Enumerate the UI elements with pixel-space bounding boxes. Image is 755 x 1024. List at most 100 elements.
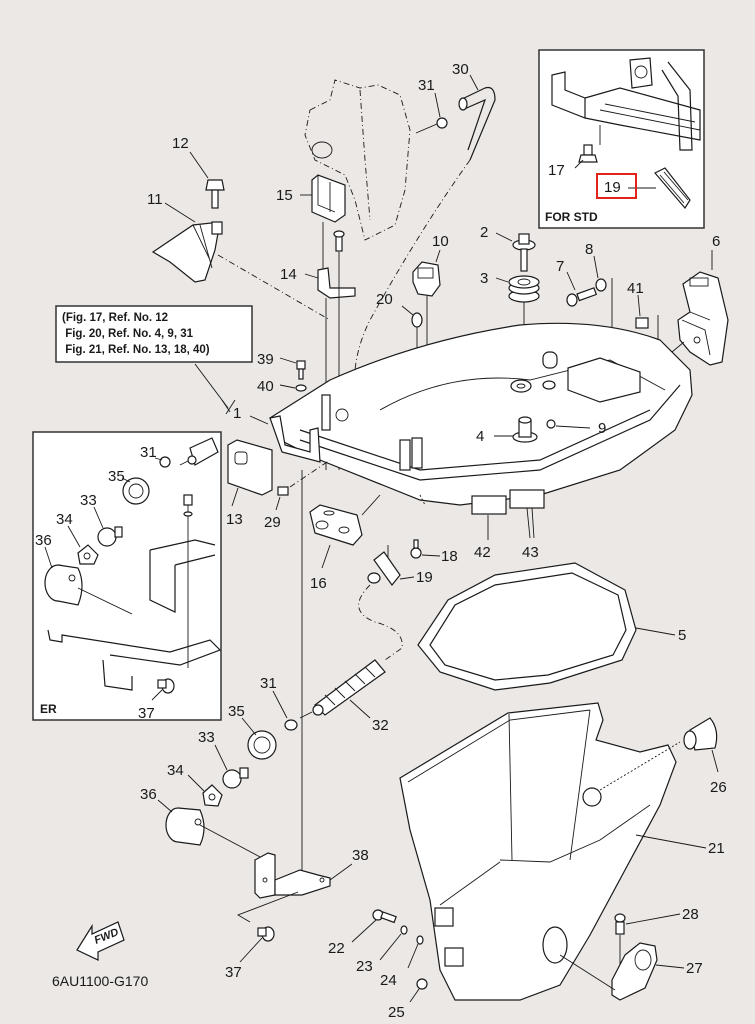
part-40-washer [295, 384, 307, 392]
callout-36[interactable]: 36 [140, 786, 157, 803]
callout-33[interactable]: 33 [198, 729, 215, 746]
part-18-screw [410, 539, 422, 559]
callout-30[interactable]: 30 [452, 61, 469, 78]
callout-3[interactable]: 3 [480, 270, 488, 287]
callout-21[interactable]: 21 [708, 840, 725, 857]
part-31-clamp-lower [284, 719, 298, 731]
callout-31[interactable]: 31 [418, 77, 435, 94]
callout-er-36[interactable]: 36 [35, 532, 52, 549]
note-line-1: (Fig. 17, Ref. No. 12 [62, 312, 168, 324]
callout-25[interactable]: 25 [388, 1004, 405, 1021]
callout-er-33[interactable]: 33 [80, 492, 97, 509]
callout-er-34[interactable]: 34 [56, 511, 73, 528]
part-15-block [311, 174, 346, 223]
er-part-31-clamp [159, 456, 171, 468]
callout-6[interactable]: 6 [712, 233, 720, 250]
callout-er-37[interactable]: 37 [138, 705, 155, 722]
callout-14[interactable]: 14 [280, 266, 297, 283]
callout-12[interactable]: 12 [172, 135, 189, 152]
part-4-boss [512, 416, 538, 443]
note-line-3: Fig. 21, Ref. No. 13, 18, 40) [62, 344, 210, 356]
callout-er-35[interactable]: 35 [108, 468, 125, 485]
bolt-head-icon [333, 230, 345, 238]
part-38-bracket [254, 852, 331, 899]
callout-42[interactable]: 42 [474, 544, 491, 561]
callout-40[interactable]: 40 [257, 378, 274, 395]
callout-11[interactable]: 11 [147, 191, 163, 208]
inset-std-title: FOR STD [545, 210, 598, 224]
part-19-std-grommet [654, 167, 691, 210]
callout-1[interactable]: 1 [233, 405, 241, 422]
part-6-mount [677, 271, 729, 366]
er-screw-icon [183, 494, 193, 506]
highlight-box [596, 173, 637, 199]
part-19-grommet [367, 551, 401, 586]
er-part-34-plate [77, 544, 99, 565]
callout-2[interactable]: 2 [480, 224, 488, 241]
part-7-screw [566, 287, 598, 307]
callout-std-17[interactable]: 17 [548, 162, 565, 179]
part-30-hose [458, 86, 496, 161]
er-part-36-damper [44, 564, 83, 606]
callout-19[interactable]: 19 [416, 569, 433, 586]
callout-37[interactable]: 37 [225, 964, 242, 981]
part-12-bolt [205, 179, 225, 209]
callout-41[interactable]: 41 [627, 280, 644, 297]
callout-31-lower[interactable]: 31 [260, 675, 277, 692]
callout-24[interactable]: 24 [380, 972, 397, 989]
part-13-cover [227, 439, 273, 496]
part-16-grommet-plate [309, 504, 363, 546]
callout-35[interactable]: 35 [228, 703, 245, 720]
callout-32[interactable]: 32 [372, 717, 389, 734]
callout-34[interactable]: 34 [167, 762, 184, 779]
callout-15[interactable]: 15 [276, 187, 293, 204]
part-11-bracket [151, 221, 223, 283]
part-27-bracket [611, 942, 658, 1001]
callout-23[interactable]: 23 [356, 958, 373, 975]
fwd-arrow: FWD [76, 921, 125, 961]
er-part-33-plug [97, 526, 123, 547]
callout-29[interactable]: 29 [264, 514, 281, 531]
callout-10[interactable]: 10 [432, 233, 449, 250]
callout-4[interactable]: 4 [476, 428, 484, 445]
part-43-decal [509, 489, 545, 509]
part-25-nut [416, 978, 428, 990]
callout-std-19[interactable]: 19 [604, 179, 621, 196]
part-28-clip [614, 913, 626, 935]
callout-9[interactable]: 9 [598, 420, 606, 437]
callout-26[interactable]: 26 [710, 779, 727, 796]
callout-8[interactable]: 8 [585, 241, 593, 258]
callout-20[interactable]: 20 [376, 291, 393, 308]
part-41-label [635, 317, 649, 329]
part-17-bolt [578, 144, 598, 163]
note-line-2: Fig. 20, Ref. No. 4, 9, 31 [62, 328, 194, 340]
part-5-gasket [417, 562, 637, 691]
callout-18[interactable]: 18 [441, 548, 458, 565]
part-39-screw [296, 360, 306, 380]
callout-38[interactable]: 38 [352, 847, 369, 864]
part-22-bolt [372, 909, 397, 924]
er-part-37-screw [157, 678, 175, 694]
inset-er: 31 35 33 34 36 [32, 431, 222, 722]
part-1-bottom-cowling [269, 322, 693, 515]
callout-43[interactable]: 43 [522, 544, 539, 561]
part-14-bracket [317, 267, 356, 299]
callout-16[interactable]: 16 [310, 575, 327, 592]
callout-39[interactable]: 39 [257, 351, 274, 368]
callout-er-31[interactable]: 31 [140, 444, 157, 461]
part-26-grommet [683, 717, 718, 751]
callout-13[interactable]: 13 [226, 511, 243, 528]
callout-22[interactable]: 22 [328, 940, 345, 957]
callout-5[interactable]: 5 [678, 627, 686, 644]
callout-27[interactable]: 27 [686, 960, 703, 977]
reference-note: (Fig. 17, Ref. No. 12 Fig. 20, Ref. No. … [55, 305, 253, 415]
part-29-pad [277, 486, 289, 496]
er-part-35-nut [122, 477, 150, 505]
part-24-washer [416, 935, 424, 945]
fwd-arrow-icon [76, 921, 125, 961]
part-34-plate [202, 784, 223, 807]
callout-7[interactable]: 7 [556, 258, 564, 275]
part-10-cap [412, 261, 441, 297]
callout-28[interactable]: 28 [682, 906, 699, 923]
inset-er-title: ER [40, 702, 57, 716]
